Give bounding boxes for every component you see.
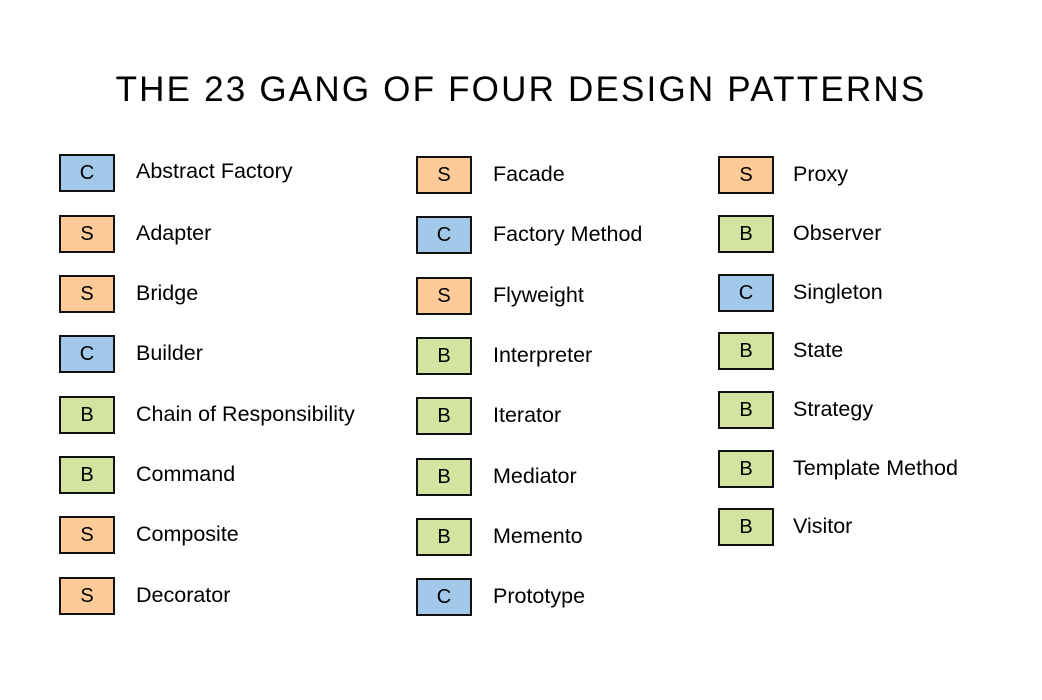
behavioral-badge: B xyxy=(718,215,774,253)
structural-badge: S xyxy=(59,275,115,313)
structural-badge: S xyxy=(416,156,472,194)
behavioral-badge: B xyxy=(59,456,115,494)
structural-badge: S xyxy=(416,277,472,315)
pattern-name: Mediator xyxy=(493,464,577,488)
pattern-name: Flyweight xyxy=(493,283,584,307)
behavioral-badge: B xyxy=(718,508,774,546)
structural-badge: S xyxy=(59,215,115,253)
creational-badge: C xyxy=(59,335,115,373)
structural-badge: S xyxy=(59,577,115,615)
behavioral-badge: B xyxy=(718,391,774,429)
pattern-name: Adapter xyxy=(136,221,212,245)
pattern-name: Facade xyxy=(493,162,565,186)
pattern-name: Memento xyxy=(493,524,583,548)
pattern-name: State xyxy=(793,338,844,362)
pattern-name: Composite xyxy=(136,522,239,546)
pattern-name: Iterator xyxy=(493,403,562,427)
behavioral-badge: B xyxy=(718,332,774,370)
pattern-name: Decorator xyxy=(136,583,231,607)
behavioral-badge: B xyxy=(59,396,115,434)
pattern-name: Template Method xyxy=(793,456,958,480)
pattern-name: Command xyxy=(136,462,236,486)
pattern-name: Builder xyxy=(136,341,203,365)
pattern-name: Strategy xyxy=(793,397,874,421)
behavioral-badge: B xyxy=(718,450,774,488)
pattern-name: Factory Method xyxy=(493,222,643,246)
pattern-name: Interpreter xyxy=(493,343,593,367)
diagram-title: THE 23 GANG OF FOUR DESIGN PATTERNS xyxy=(115,70,927,109)
structural-badge: S xyxy=(718,156,774,194)
behavioral-badge: B xyxy=(416,337,472,375)
pattern-name: Prototype xyxy=(493,584,586,608)
creational-badge: C xyxy=(59,154,115,192)
pattern-name: Abstract Factory xyxy=(136,159,293,183)
pattern-name: Singleton xyxy=(793,280,883,304)
pattern-name: Bridge xyxy=(136,281,199,305)
behavioral-badge: B xyxy=(416,397,472,435)
creational-badge: C xyxy=(718,274,774,312)
pattern-name: Visitor xyxy=(793,514,853,538)
behavioral-badge: B xyxy=(416,518,472,556)
structural-badge: S xyxy=(59,516,115,554)
pattern-name: Observer xyxy=(793,221,882,245)
creational-badge: C xyxy=(416,578,472,616)
pattern-name: Proxy xyxy=(793,162,848,186)
creational-badge: C xyxy=(416,216,472,254)
behavioral-badge: B xyxy=(416,458,472,496)
pattern-name: Chain of Responsibility xyxy=(136,402,355,426)
